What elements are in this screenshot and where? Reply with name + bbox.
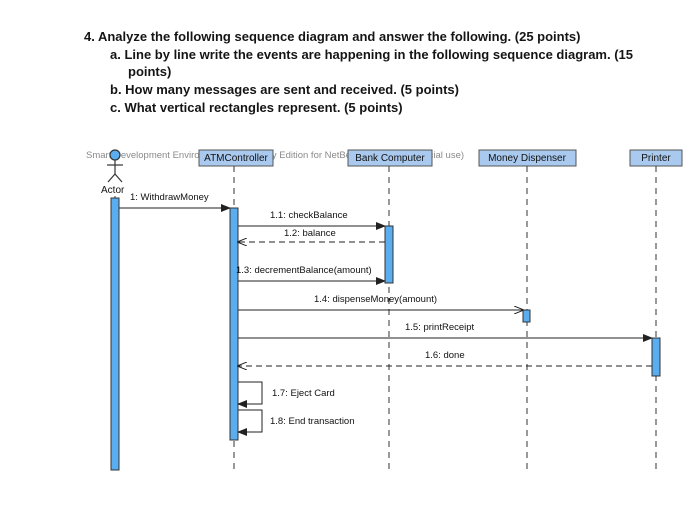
money-dispenser-box	[478, 149, 577, 167]
bank-computer-box	[347, 149, 433, 167]
bank-activation-bar	[384, 225, 394, 284]
tool-watermark: Smart Development Environment Community …	[86, 150, 465, 161]
message-label-1-3: 1.3: decrementBalance(amount)	[236, 265, 372, 276]
money-dispenser-label: Money Dispenser	[488, 153, 566, 164]
printer-activation-bar	[651, 337, 661, 377]
message-label-1-4: 1.4: dispenseMoney(amount)	[314, 294, 437, 305]
message-label-1-2: 1.2: balance	[284, 228, 336, 239]
message-eject-card	[237, 381, 263, 408]
message-label-1: 1: WithdrawMoney	[130, 192, 209, 203]
message-label-1-7: 1.7: Eject Card	[272, 388, 335, 399]
question-title: 4. Analyze the following sequence diagra…	[84, 29, 581, 44]
question-part-b: b. How many messages are sent and receiv…	[110, 82, 459, 97]
atm-controller-label: ATMController	[204, 153, 268, 164]
question-part-c: c. What vertical rectangles represent. (…	[110, 100, 403, 115]
atm-activation-bar	[229, 207, 239, 441]
atm-controller-box	[198, 149, 274, 167]
bank-computer-label: Bank Computer	[355, 153, 425, 164]
question-part-a-continued: points)	[128, 64, 172, 79]
actor-activation-bar	[110, 197, 120, 471]
actor-figure-icon	[107, 149, 123, 183]
printer-box	[629, 149, 683, 167]
message-label-1-1: 1.1: checkBalance	[270, 210, 348, 221]
actor-label: Actor	[101, 185, 125, 196]
question-part-a: a. Line by line write the events are hap…	[110, 47, 634, 62]
message-label-1-5: 1.5: printReceipt	[405, 322, 475, 333]
message-end-transaction	[237, 409, 263, 436]
printer-label: Printer	[641, 153, 671, 164]
dispenser-activation-bar	[522, 309, 531, 323]
message-label-1-8: 1.8: End transaction	[270, 416, 355, 427]
message-label-1-6: 1.6: done	[425, 350, 465, 361]
